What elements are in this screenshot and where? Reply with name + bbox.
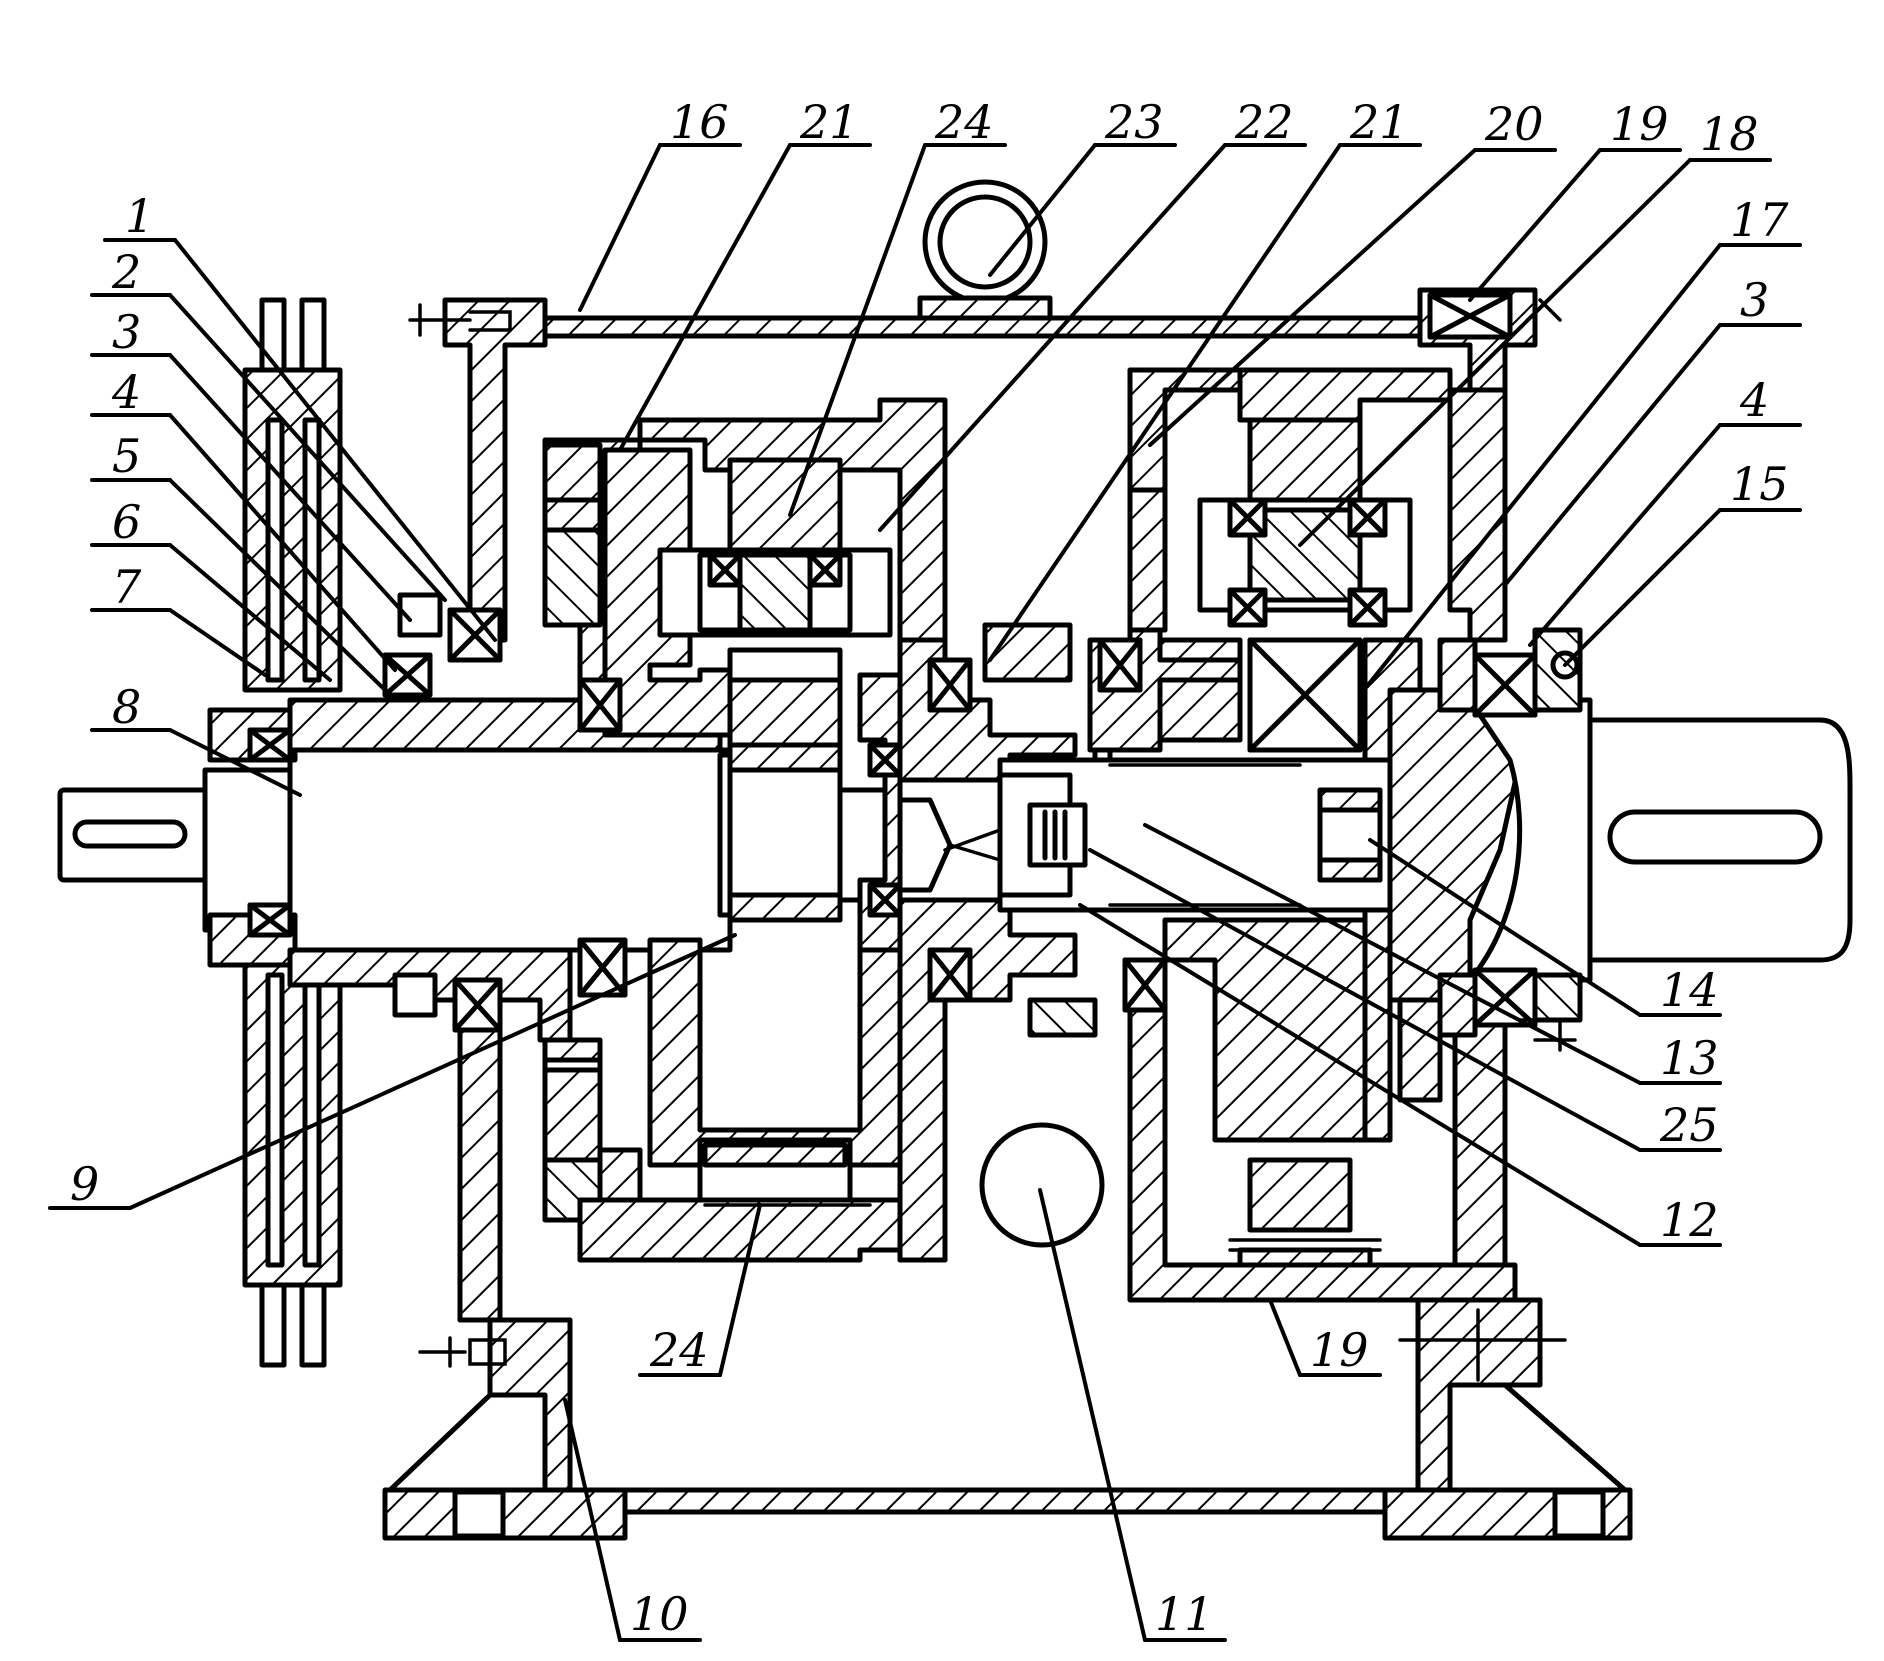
label-20-top: 20 <box>1484 97 1544 151</box>
first-stage-planet-gear-bottom <box>700 1140 870 1205</box>
label-4-left: 4 <box>111 365 141 419</box>
label-19-bottom: 19 <box>1310 1323 1369 1377</box>
oil-sight-window <box>982 1125 1102 1245</box>
label-19-top: 19 <box>1610 97 1669 151</box>
label-14-right: 14 <box>1660 963 1719 1017</box>
label-13-right: 13 <box>1660 1031 1719 1085</box>
lifting-ring <box>920 182 1050 318</box>
label-7-left: 7 <box>112 560 142 614</box>
label-5-left: 5 <box>112 429 141 483</box>
label-22-top: 22 <box>1234 95 1294 149</box>
label-1-left: 1 <box>125 189 154 243</box>
label-11-bottom: 11 <box>1155 1587 1214 1641</box>
label-3-right: 3 <box>1740 273 1769 327</box>
label-4-right: 4 <box>1739 373 1769 427</box>
second-stage-planet-gear-bottom <box>1230 1160 1380 1250</box>
label-16-top: 16 <box>670 95 729 149</box>
label-6-left: 6 <box>112 495 141 549</box>
label-9-left: 9 <box>70 1157 99 1211</box>
label-17-right: 17 <box>1730 193 1789 247</box>
label-2-left: 2 <box>111 245 141 299</box>
label-12-right: 12 <box>1660 1193 1719 1247</box>
label-24-top: 24 <box>934 95 994 149</box>
label-23-top: 23 <box>1104 95 1164 149</box>
label-18-top: 18 <box>1700 107 1759 161</box>
label-25-right: 25 <box>1659 1098 1719 1152</box>
label-21-top-right: 21 <box>1349 95 1409 149</box>
base-plate <box>385 1490 1630 1538</box>
label-8-left: 8 <box>112 680 141 734</box>
label-24-bottom: 24 <box>649 1323 709 1377</box>
middle-coupling <box>900 625 1095 1260</box>
label-3-left: 3 <box>112 305 141 359</box>
label-10-bottom: 10 <box>630 1587 689 1641</box>
label-15-right: 15 <box>1730 457 1789 511</box>
label-21-top-left: 21 <box>799 95 859 149</box>
